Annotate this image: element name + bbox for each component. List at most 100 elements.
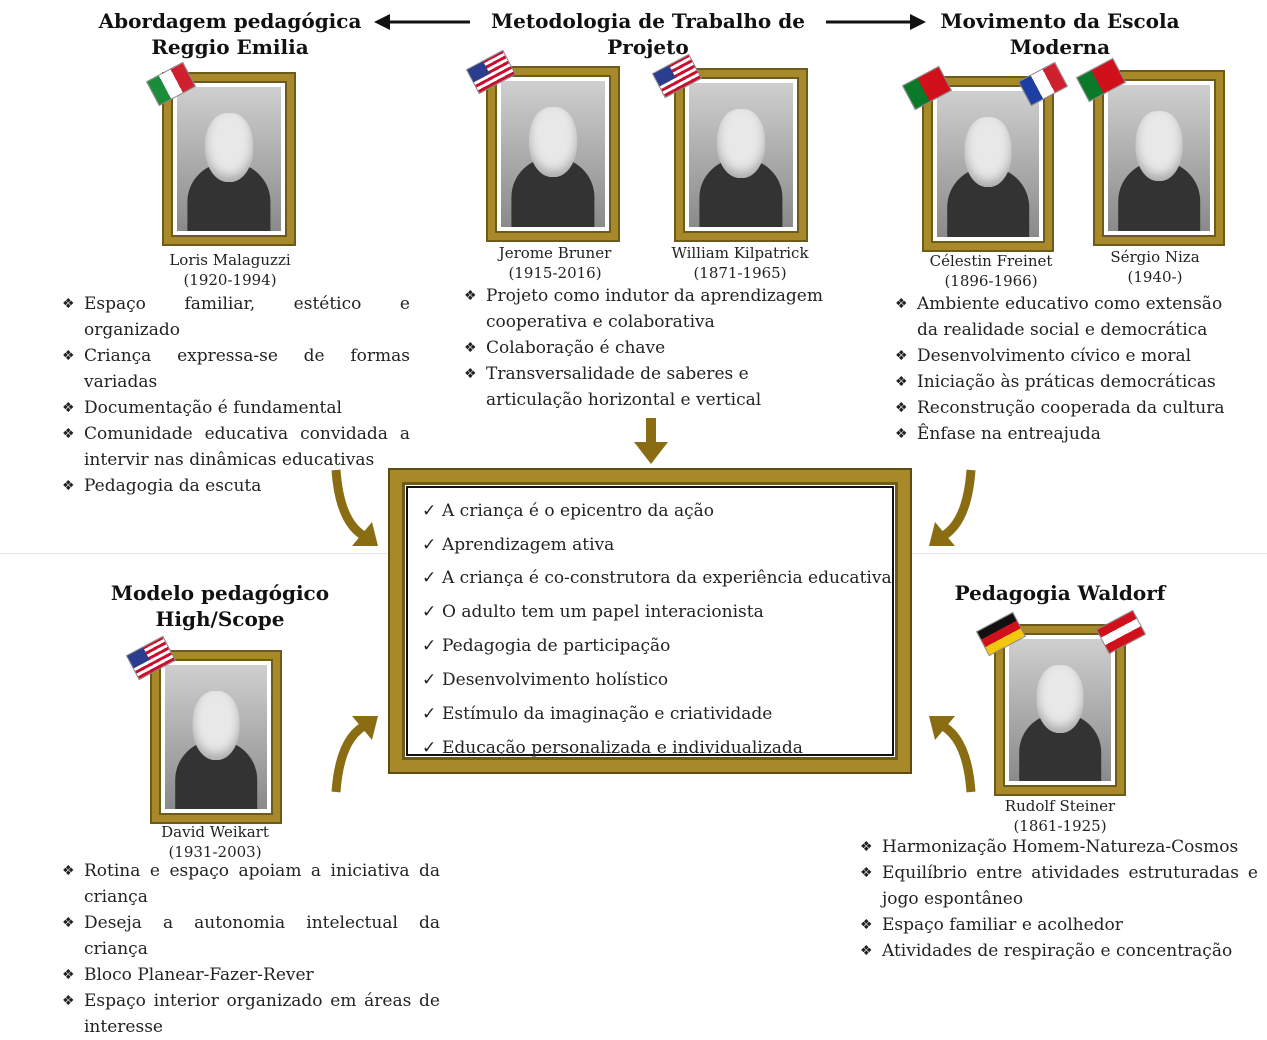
- portrait-niza: [1095, 72, 1223, 244]
- check-icon: ✓: [422, 568, 437, 588]
- caption-weikart: David Weikart (1931-2003): [130, 822, 300, 862]
- list-item: ❖Espaço familiar e acolhedor: [858, 912, 1258, 938]
- person-name: David Weikart: [161, 823, 269, 841]
- person-years: (1931-2003): [168, 843, 262, 861]
- bullet-icon: ❖: [62, 993, 75, 1009]
- portrait-kilpatrick: [676, 70, 806, 240]
- principle-item: ✓Desenvolvimento holístico: [422, 670, 669, 690]
- list-item: ❖Colaboração é chave: [462, 335, 847, 361]
- portrait-bruner: [488, 68, 618, 240]
- arrow-right-icon: [826, 14, 926, 30]
- list-item: ❖Equilíbrio entre atividades estruturada…: [858, 860, 1258, 912]
- person-years: (1940-): [1127, 268, 1183, 286]
- title-projeto: Metodologia de Trabalho de Projeto: [491, 9, 805, 59]
- title-reggio: Abordagem pedagógica Reggio Emilia: [98, 9, 362, 59]
- caption-niza: Sérgio Niza (1940-): [1090, 247, 1220, 287]
- check-icon: ✓: [422, 636, 437, 656]
- principle-item: ✓Educação personalizada e individualizad…: [422, 738, 803, 758]
- caption-steiner: Rudolf Steiner (1861-1925): [975, 796, 1145, 836]
- principle-item: ✓O adulto tem um papel interacionista: [422, 602, 764, 622]
- check-icon: ✓: [422, 535, 437, 555]
- curved-arrow-icon: [331, 469, 378, 546]
- person-years: (1861-1925): [1013, 817, 1107, 835]
- bullet-icon: ❖: [62, 863, 75, 879]
- person-name: Célestin Freinet: [929, 252, 1053, 270]
- list-waldorf: ❖Harmonização Homem-Natureza-Cosmos ❖Equ…: [858, 834, 1258, 964]
- principle-item: ✓A criança é co-construtora da experiênc…: [422, 568, 892, 588]
- person-name: William Kilpatrick: [671, 244, 809, 262]
- caption-malaguzzi: Loris Malaguzzi (1920-1994): [140, 250, 320, 290]
- curved-arrow-icon: [929, 469, 976, 546]
- list-item: ❖Desenvolvimento cívico e moral: [893, 343, 1243, 369]
- list-projeto: ❖Projeto como indutor da aprendizagem co…: [462, 283, 847, 413]
- title-waldorf: Pedagogia Waldorf: [954, 581, 1166, 605]
- check-icon: ✓: [422, 670, 437, 690]
- check-icon: ✓: [422, 704, 437, 724]
- list-item: ❖Ambiente educativo como extensão da rea…: [893, 291, 1243, 343]
- list-item: ❖Espaço interior organizado em áreas de …: [60, 988, 440, 1040]
- list-item: ❖Ênfase na entreajuda: [893, 421, 1243, 447]
- caption-kilpatrick: William Kilpatrick (1871-1965): [650, 243, 830, 283]
- portrait-weikart: [152, 652, 280, 822]
- bullet-icon: ❖: [62, 400, 75, 416]
- person-name: Loris Malaguzzi: [169, 251, 291, 269]
- list-item: ❖Atividades de respiração e concentração: [858, 938, 1258, 964]
- portrait-freinet: [924, 78, 1052, 250]
- list-item: ❖Documentação é fundamental: [60, 395, 410, 421]
- bullet-icon: ❖: [464, 340, 477, 356]
- person-name: Sérgio Niza: [1110, 248, 1200, 266]
- list-item: ❖Projeto como indutor da aprendizagem co…: [462, 283, 847, 335]
- list-item: ❖Transversalidade de saberes e articulaç…: [462, 361, 847, 413]
- list-item: ❖Deseja a autonomia intelectual da crian…: [60, 910, 440, 962]
- list-reggio: ❖Espaço familiar, estético e organizado …: [60, 291, 410, 499]
- curved-arrow-icon: [929, 716, 976, 793]
- bullet-icon: ❖: [895, 296, 908, 312]
- bullet-icon: ❖: [464, 366, 477, 382]
- bullet-icon: ❖: [860, 943, 873, 959]
- bullet-icon: ❖: [62, 426, 75, 442]
- person-years: (1871-1965): [693, 264, 787, 282]
- bullet-icon: ❖: [62, 915, 75, 931]
- check-icon: ✓: [422, 738, 437, 758]
- list-item: ❖Bloco Planear-Fazer-Rever: [60, 962, 440, 988]
- list-item: ❖Harmonização Homem-Natureza-Cosmos: [858, 834, 1258, 860]
- bullet-icon: ❖: [860, 917, 873, 933]
- principle-item: ✓Pedagogia de participação: [422, 636, 671, 656]
- list-item: ❖Rotina e espaço apoiam a iniciativa da …: [60, 858, 440, 910]
- list-item: ❖Pedagogia da escuta: [60, 473, 410, 499]
- bullet-icon: ❖: [895, 400, 908, 416]
- bullet-icon: ❖: [895, 426, 908, 442]
- check-icon: ✓: [422, 602, 437, 622]
- list-escola: ❖Ambiente educativo como extensão da rea…: [893, 291, 1243, 447]
- arrow-down-icon: [634, 418, 668, 464]
- list-item: ❖Espaço familiar, estético e organizado: [60, 291, 410, 343]
- center-principles-box: ✓A criança é o epicentro da ação ✓Aprend…: [390, 470, 910, 772]
- curved-arrow-icon: [331, 716, 378, 793]
- bullet-icon: ❖: [464, 288, 477, 304]
- principle-item: ✓A criança é o epicentro da ação: [422, 501, 714, 521]
- bullet-icon: ❖: [860, 839, 873, 855]
- check-icon: ✓: [422, 501, 437, 521]
- bullet-icon: ❖: [62, 348, 75, 364]
- list-item: ❖Iniciação às práticas democráticas: [893, 369, 1243, 395]
- person-years: (1915-2016): [508, 264, 602, 282]
- person-name: Jerome Bruner: [498, 244, 612, 262]
- person-name: Rudolf Steiner: [1004, 797, 1116, 815]
- person-years: (1896-1966): [944, 272, 1038, 290]
- bullet-icon: ❖: [62, 296, 75, 312]
- bullet-icon: ❖: [895, 348, 908, 364]
- principle-item: ✓Aprendizagem ativa: [422, 535, 615, 555]
- list-item: ❖Criança expressa-se de formas variadas: [60, 343, 410, 395]
- arrow-left-icon: [374, 14, 470, 30]
- title-highscope: Modelo pedagógico High/Scope: [110, 581, 330, 631]
- person-years: (1920-1994): [183, 271, 277, 289]
- list-item: ❖Comunidade educativa convidada a interv…: [60, 421, 410, 473]
- list-highscope: ❖Rotina e espaço apoiam a iniciativa da …: [60, 858, 440, 1040]
- caption-freinet: Célestin Freinet (1896-1966): [906, 251, 1076, 291]
- principle-item: ✓Estímulo da imaginação e criatividade: [422, 704, 773, 724]
- portrait-steiner: [996, 626, 1124, 794]
- bullet-icon: ❖: [895, 374, 908, 390]
- bullet-icon: ❖: [62, 478, 75, 494]
- center-principles-inner: ✓A criança é o epicentro da ação ✓Aprend…: [406, 486, 894, 758]
- title-escola: Movimento da Escola Moderna: [940, 9, 1180, 59]
